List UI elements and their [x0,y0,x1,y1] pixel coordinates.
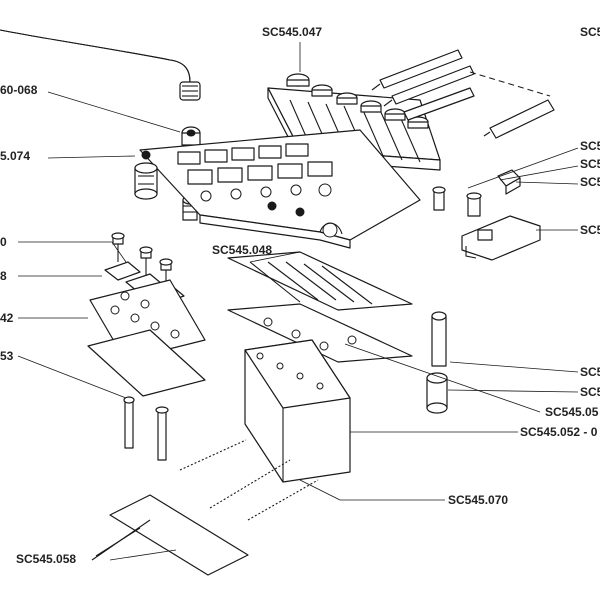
spring-plate [227,251,413,311]
label-sc5-r3: SC5 [580,175,600,189]
label-sc545-052: SC545.052 - 0 [520,425,598,439]
bushings [426,311,448,414]
label-sc545-070: SC545.070 [448,493,508,507]
saddle-screws [111,232,173,286]
label-sc5-r1: SC5 [580,139,600,153]
part-labels: SC545.047 SC5 60-068 5.074 SC5 SC5 SC5 S… [0,25,600,566]
lower-plate [227,303,413,363]
label-left-8: 8 [0,269,7,283]
stud-screws [371,49,555,139]
left-stud [134,150,158,200]
label-left-0: 0 [0,235,7,249]
label-left-42: 42 [0,311,14,325]
label-sc5-top-right: SC5 [580,25,600,39]
label-60-068: 60-068 [0,83,38,97]
label-sc5-r2: SC5 [580,157,600,171]
label-sc5-r4: SC5 [580,223,600,237]
label-left-53: 53 [0,349,14,363]
label-sc545-05: SC545.05 [545,405,599,419]
locking-nut-parts [432,169,541,261]
fine-tuner-knobs [286,73,429,129]
sustain-block [244,339,351,483]
label-sc545-058: SC545.058 [16,552,76,566]
spring-claw [91,494,249,576]
label-sc545-047: SC545.047 [262,25,322,39]
label-sc5-r5: SC5 [580,365,600,379]
mounting-screws [123,396,169,461]
saddles [177,143,333,217]
tremolo-springs [179,439,319,521]
label-5-074: 5.074 [0,149,30,163]
label-sc545-048: SC545.048 [212,243,272,257]
label-sc5-r6: SC5 [580,385,600,399]
leader-lines [17,42,579,561]
shim-plate [87,329,206,397]
tremolo-arm [0,29,201,101]
